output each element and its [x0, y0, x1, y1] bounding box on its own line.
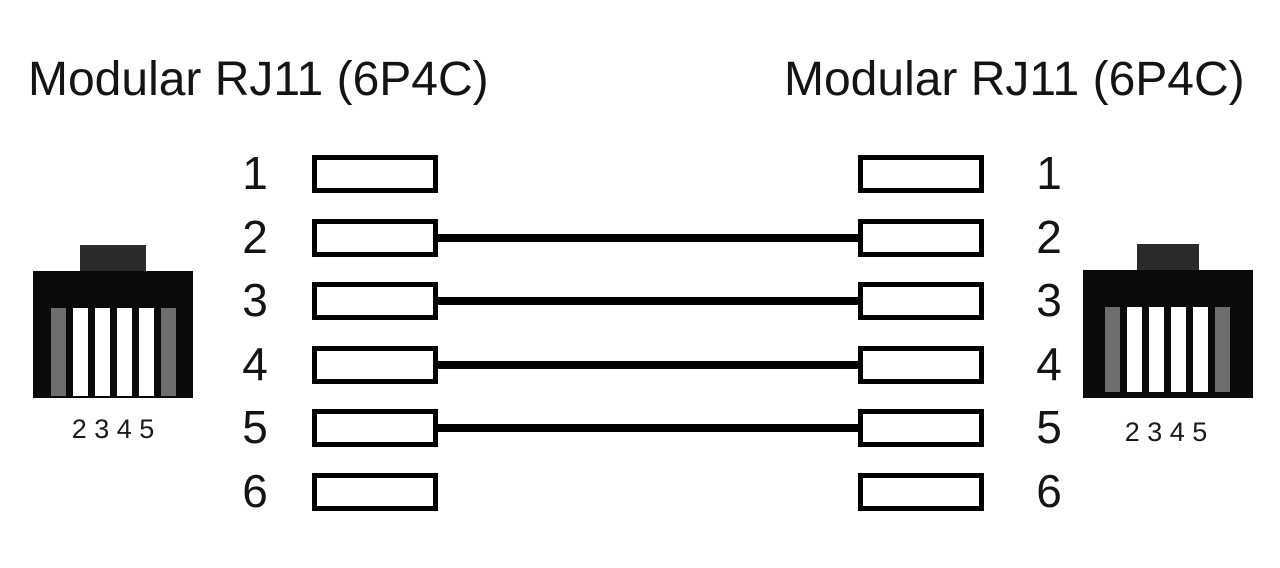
right-pin-box-1	[858, 155, 984, 193]
right-connector-title: Modular RJ11 (6P4C)	[784, 53, 1245, 106]
right-jack-slot-6-unused	[1215, 307, 1230, 392]
left-jack-slot-6-unused	[161, 308, 176, 396]
right-pin-number-1: 1	[1036, 147, 1062, 199]
right-pin-box-4	[858, 346, 984, 384]
left-pin-box-6	[312, 473, 438, 511]
right-pin-number-4: 4	[1036, 338, 1062, 390]
right-jack-slot-1-unused	[1105, 307, 1120, 392]
left-pin-number-3: 3	[242, 274, 268, 326]
left-pin-number-6: 6	[242, 465, 268, 517]
left-pin-box-3	[312, 282, 438, 320]
right-pin-box-5	[858, 409, 984, 447]
wire-pin2-to-pin2	[436, 234, 860, 242]
right-jack-slot-5-contact	[1193, 307, 1208, 392]
right-jack-slot-4-contact	[1171, 307, 1186, 392]
wire-pin3-to-pin3	[436, 297, 860, 305]
left-pin-number-4: 4	[242, 338, 268, 390]
right-pin-box-2	[858, 219, 984, 257]
left-jack-slot-1-unused	[51, 308, 66, 396]
left-pin-box-4	[312, 346, 438, 384]
right-pin-number-5: 5	[1036, 401, 1062, 453]
right-pin-number-6: 6	[1036, 465, 1062, 517]
right-pin-number-2: 2	[1036, 211, 1062, 263]
wire-pin4-to-pin4	[436, 361, 860, 369]
right-pin-box-3	[858, 282, 984, 320]
right-pin-box-6	[858, 473, 984, 511]
left-jack-slot-2-contact	[73, 308, 88, 396]
left-pin-number-2: 2	[242, 211, 268, 263]
left-jack-slot-5-contact	[139, 308, 154, 396]
left-connector-title: Modular RJ11 (6P4C)	[28, 53, 489, 106]
right-jack-slot-2-contact	[1127, 307, 1142, 392]
right-pin-number-3: 3	[1036, 274, 1062, 326]
right-jack-latch-tab	[1137, 244, 1199, 272]
left-pin-number-1: 1	[242, 147, 268, 199]
left-pin-number-5: 5	[242, 401, 268, 453]
right-jack-slot-3-contact	[1149, 307, 1164, 392]
left-pin-box-2	[312, 219, 438, 257]
right-contacts-label: 2 3 4 5	[1124, 417, 1208, 447]
left-jack-slot-4-contact	[117, 308, 132, 396]
left-jack-latch-tab	[80, 245, 146, 275]
left-pin-box-1	[312, 155, 438, 193]
left-pin-box-5	[312, 409, 438, 447]
wire-pin5-to-pin5	[436, 424, 860, 432]
left-jack-slot-3-contact	[95, 308, 110, 396]
left-contacts-label: 2 3 4 5	[71, 414, 155, 444]
